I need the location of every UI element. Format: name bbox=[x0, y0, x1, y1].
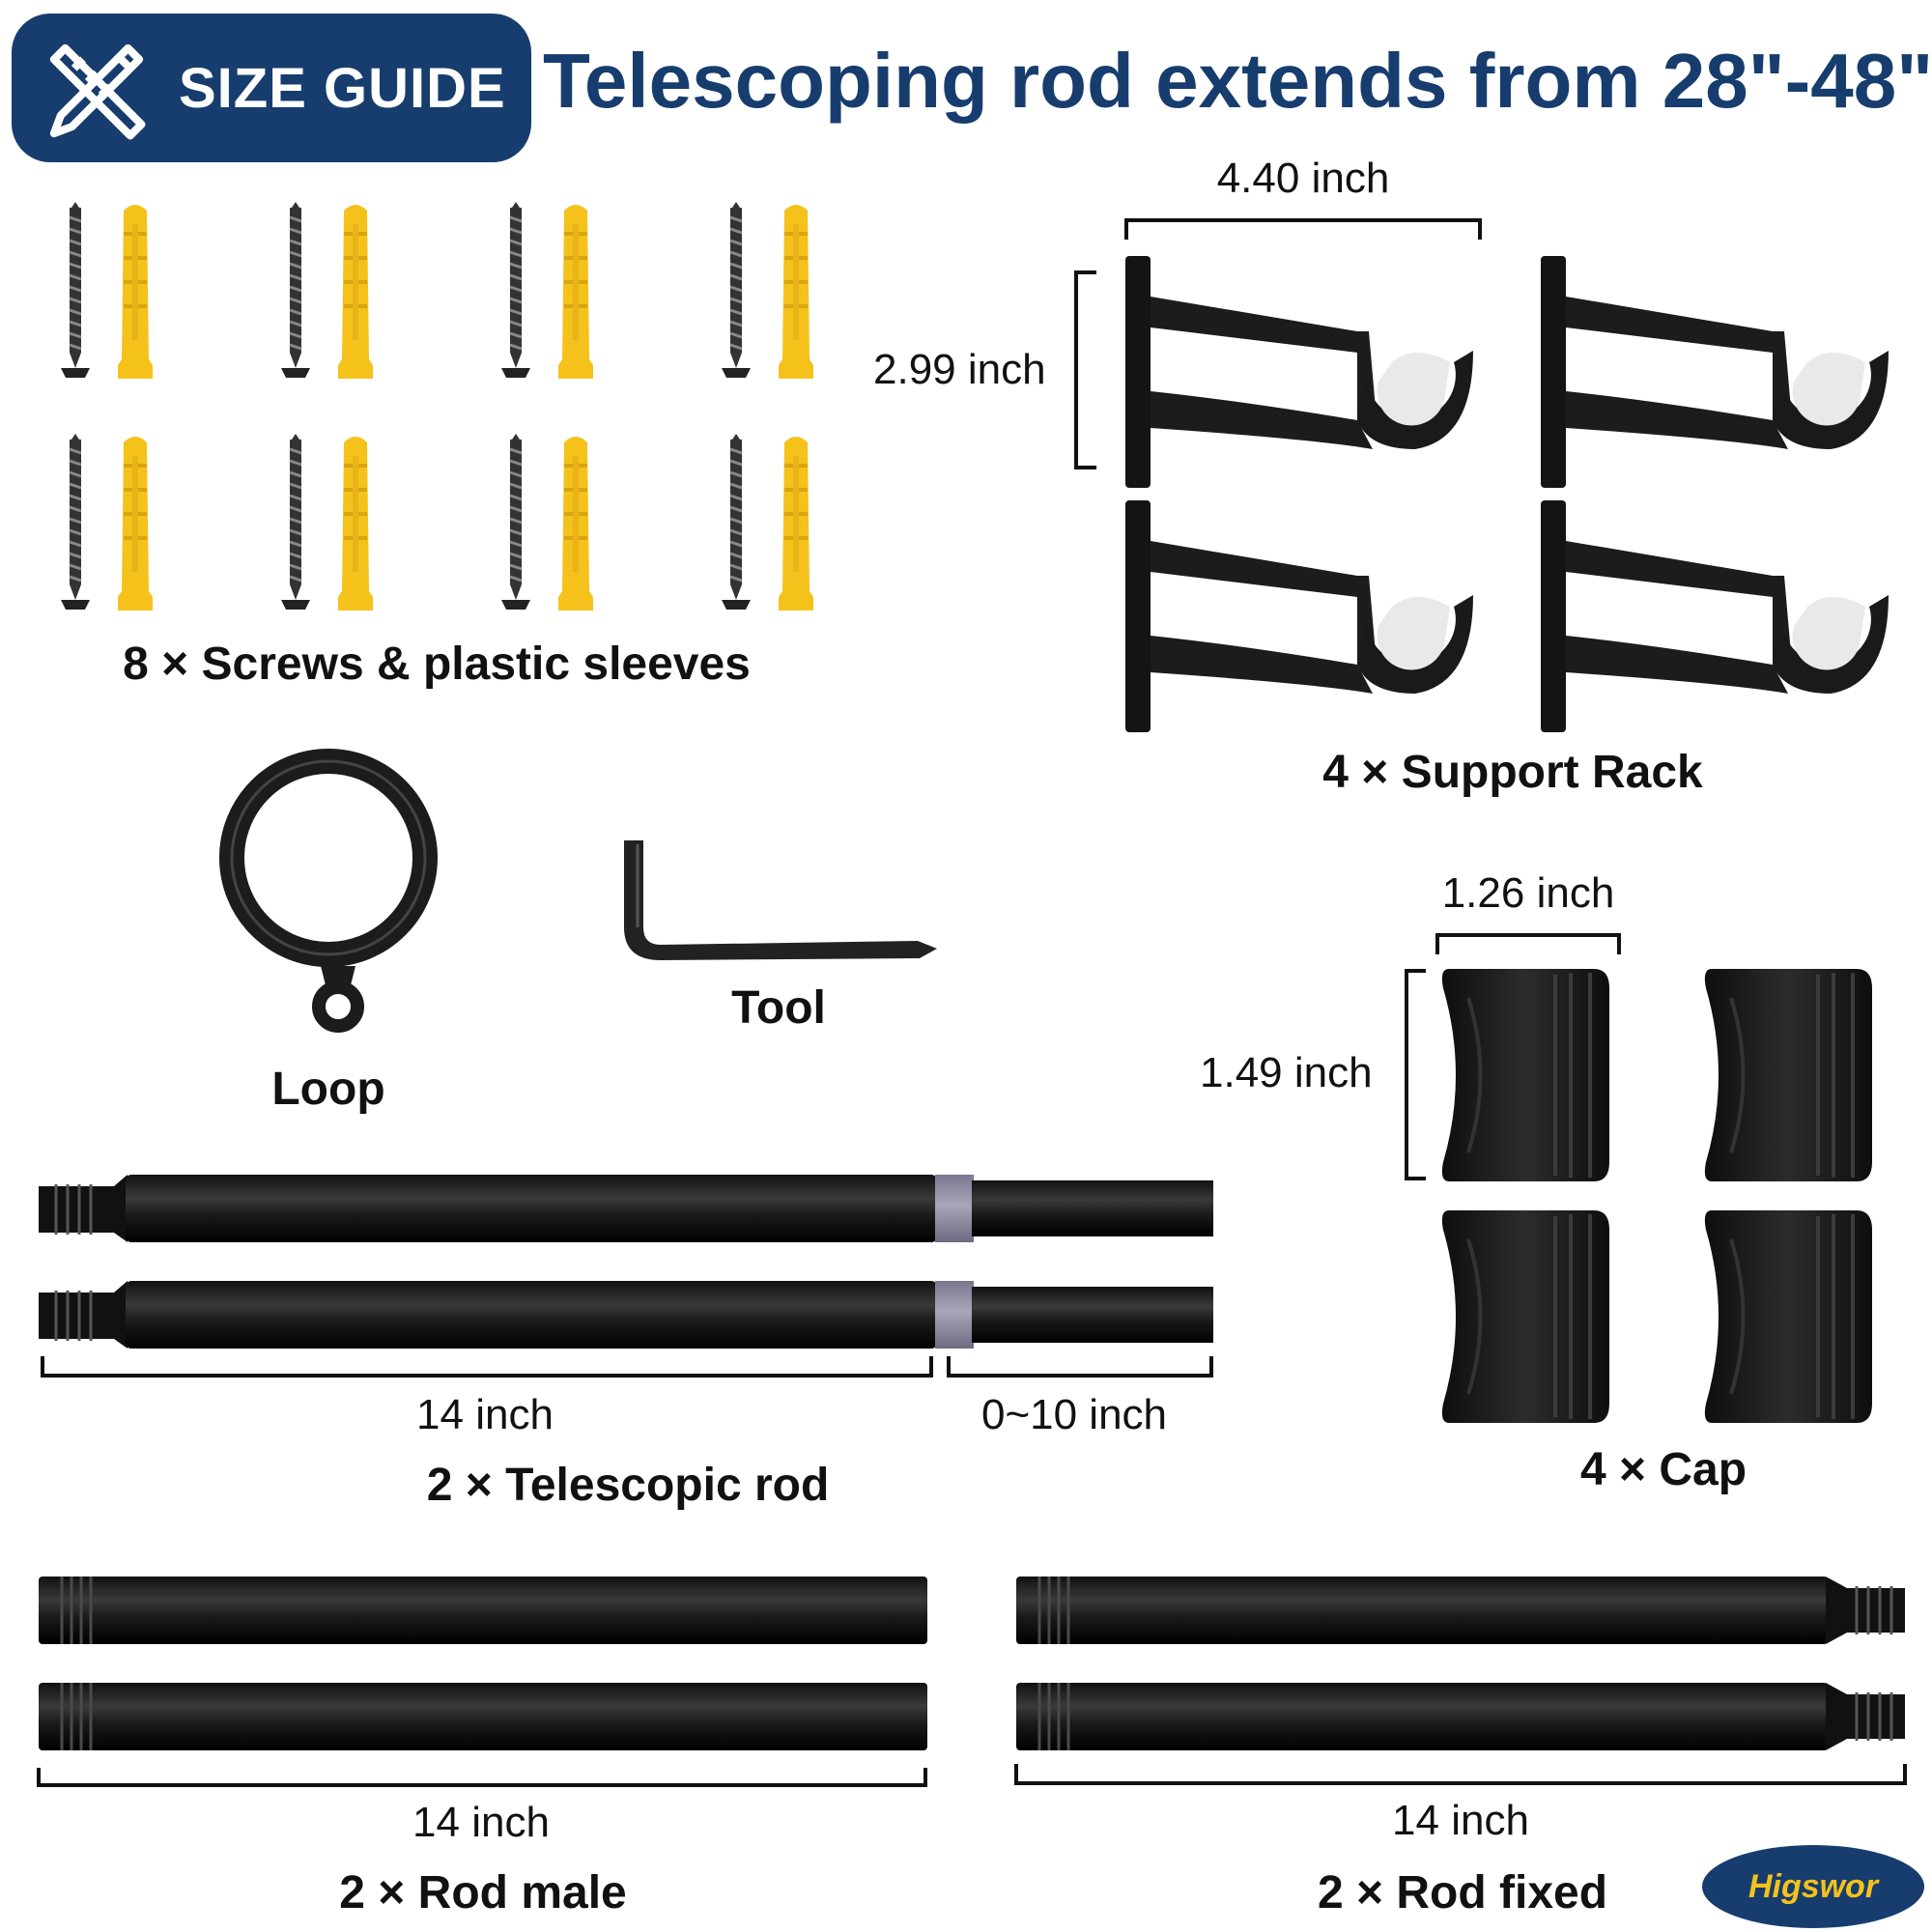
rod-fixed-length-label: 14 inch bbox=[1392, 1797, 1529, 1844]
telescopic-rod-caption: 2 × Telescopic rod bbox=[426, 1460, 830, 1511]
support-rack-illustration bbox=[1074, 218, 1889, 732]
ruler-pencil-icon bbox=[49, 43, 146, 140]
cap-illustration bbox=[1405, 933, 1874, 1425]
allen-key-tool-illustration bbox=[624, 840, 937, 960]
tool-caption: Tool bbox=[731, 982, 826, 1034]
telescopic-rod-length-label: 14 inch bbox=[416, 1391, 554, 1438]
rod-fixed-caption: 2 × Rod fixed bbox=[1317, 1867, 1608, 1918]
loop-caption: Loop bbox=[271, 1064, 385, 1115]
curtain-ring-illustration bbox=[219, 749, 438, 1033]
cap-caption: 4 × Cap bbox=[1579, 1444, 1747, 1495]
support-rack-height-label: 2.99 inch bbox=[873, 346, 1046, 393]
rod-male-length-label: 14 inch bbox=[412, 1799, 550, 1846]
headline: Telescoping rod extends from 28"-48" bbox=[543, 38, 1932, 124]
support-rack-width-label: 4.40 inch bbox=[1216, 155, 1390, 202]
brand-logo bbox=[1702, 1845, 1924, 1928]
size-guide-badge bbox=[12, 14, 531, 162]
cap-height-label: 1.49 inch bbox=[1200, 1049, 1373, 1096]
support-rack-caption: 4 × Support Rack bbox=[1322, 747, 1703, 798]
rod-male-caption: 2 × Rod male bbox=[339, 1867, 627, 1918]
size-guide-label: SIZE GUIDE bbox=[179, 57, 506, 120]
cap-width-label: 1.26 inch bbox=[1441, 869, 1615, 917]
screws-caption: 8 × Screws & plastic sleeves bbox=[123, 639, 751, 690]
telescopic-rod-extension-label: 0~10 inch bbox=[980, 1391, 1168, 1438]
brand-name: Higswor bbox=[1747, 1868, 1879, 1905]
telescopic-rod-illustration bbox=[39, 1175, 1213, 1378]
